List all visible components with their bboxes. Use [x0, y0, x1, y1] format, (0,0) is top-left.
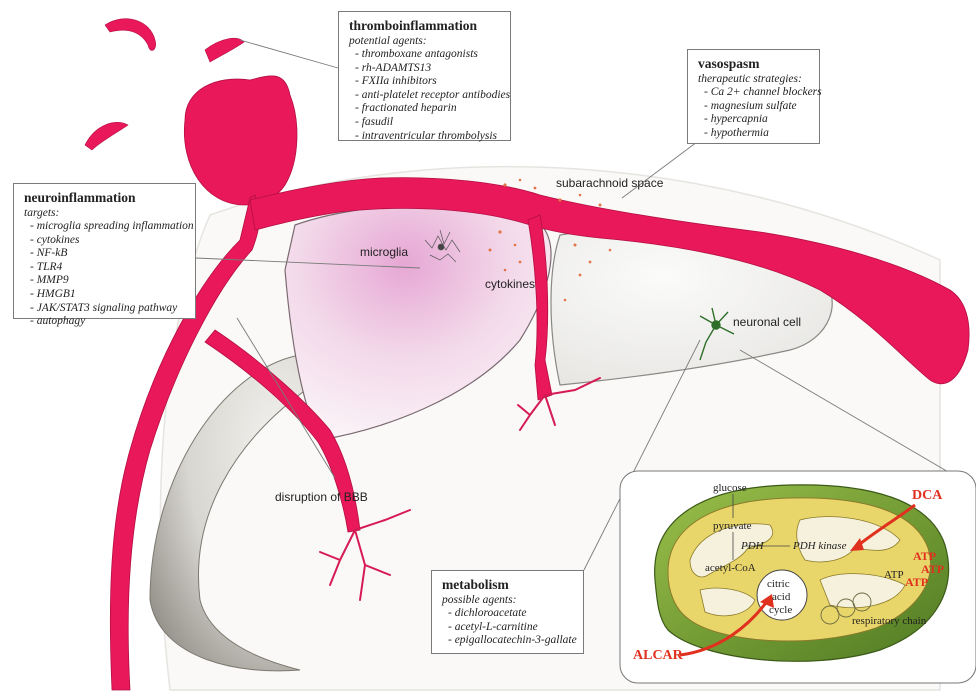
list-item: - JAK/STAT3 signaling pathway: [30, 302, 185, 316]
list-item: - acetyl-L-carnitine: [448, 621, 573, 635]
list-item: - intraventricular thrombolysis: [355, 130, 500, 144]
pdh-kinase-label: PDH kinase: [793, 540, 846, 552]
atp-small-label: ATP: [884, 569, 904, 581]
list-item: - rh-ADAMTS13: [355, 62, 500, 76]
list-item: - fractionated heparin: [355, 102, 500, 116]
list-item: - NF-kB: [30, 247, 185, 261]
pyruvate-label: pyruvate: [713, 520, 751, 532]
vasospasm-list: - Ca 2+ channel blockers - magnesium sul…: [698, 86, 809, 140]
list-item: - cytokines: [30, 234, 185, 248]
neuroinflammation-title: neuroinflammation: [24, 190, 185, 206]
list-item: - TLR4: [30, 261, 185, 275]
list-item: - dichloroacetate: [448, 607, 573, 621]
thromboinflammation-box: thromboinflammation potential agents: - …: [338, 11, 511, 141]
list-item: - HMGB1: [30, 288, 185, 302]
neuronal-cell-label: neuronal cell: [733, 315, 801, 329]
list-item: - hypercapnia: [704, 113, 809, 127]
thromboinflammation-subtitle: potential agents:: [349, 34, 500, 48]
list-item: - epigallocatechin-3-gallate: [448, 634, 573, 648]
cytokines-label: cytokines: [485, 277, 535, 291]
neuroinflammation-subtitle: targets:: [24, 206, 185, 220]
neuroinflammation-box: neuroinflammation targets: - microglia s…: [13, 183, 196, 319]
microglia-label: microglia: [360, 245, 408, 259]
neuroinflammation-list: - microglia spreading inflammation - cyt…: [24, 220, 185, 329]
list-item: - autophagy: [30, 315, 185, 329]
bbb-label: disruption of BBB: [275, 490, 368, 504]
metabolism-title: metabolism: [442, 577, 573, 593]
vasospasm-title: vasospasm: [698, 56, 809, 72]
vasospasm-box: vasospasm therapeutic strategies: - Ca 2…: [687, 49, 820, 144]
list-item: - hypothermia: [704, 127, 809, 141]
vasospasm-subtitle: therapeutic strategies:: [698, 72, 809, 86]
list-item: - anti-platelet receptor antibodies: [355, 89, 500, 103]
list-item: - magnesium sulfate: [704, 100, 809, 114]
list-item: - fasudil: [355, 116, 500, 130]
subarachnoid-space-label: subarachnoid space: [556, 176, 663, 190]
list-item: - thromboxane antagonists: [355, 48, 500, 62]
dca-label: DCA: [912, 488, 942, 504]
citric-label: citric: [767, 578, 790, 590]
atp-label: ATP: [905, 575, 928, 590]
metabolism-box: metabolism possible agents: - dichloroac…: [431, 570, 584, 654]
alcar-label: ALCAR: [633, 648, 683, 664]
metabolism-subtitle: possible agents:: [442, 593, 573, 607]
list-item: - Ca 2+ channel blockers: [704, 86, 809, 100]
thromboinflammation-list: - thromboxane antagonists - rh-ADAMTS13 …: [349, 48, 500, 143]
cycle-label: cycle: [769, 604, 792, 616]
list-item: - MMP9: [30, 274, 185, 288]
list-item: - FXIIa inhibitors: [355, 75, 500, 89]
thromboinflammation-title: thromboinflammation: [349, 18, 500, 34]
pdh-label: PDH: [741, 540, 764, 552]
metabolism-list: - dichloroacetate - acetyl-L-carnitine -…: [442, 607, 573, 648]
glucose-label: glucose: [713, 482, 747, 494]
respiratory-chain-label: respiratory chain: [852, 615, 926, 627]
acid-label: acid: [772, 591, 790, 603]
acetyl-coa-label: acetyl-CoA: [705, 562, 756, 574]
list-item: - microglia spreading inflammation: [30, 220, 185, 234]
